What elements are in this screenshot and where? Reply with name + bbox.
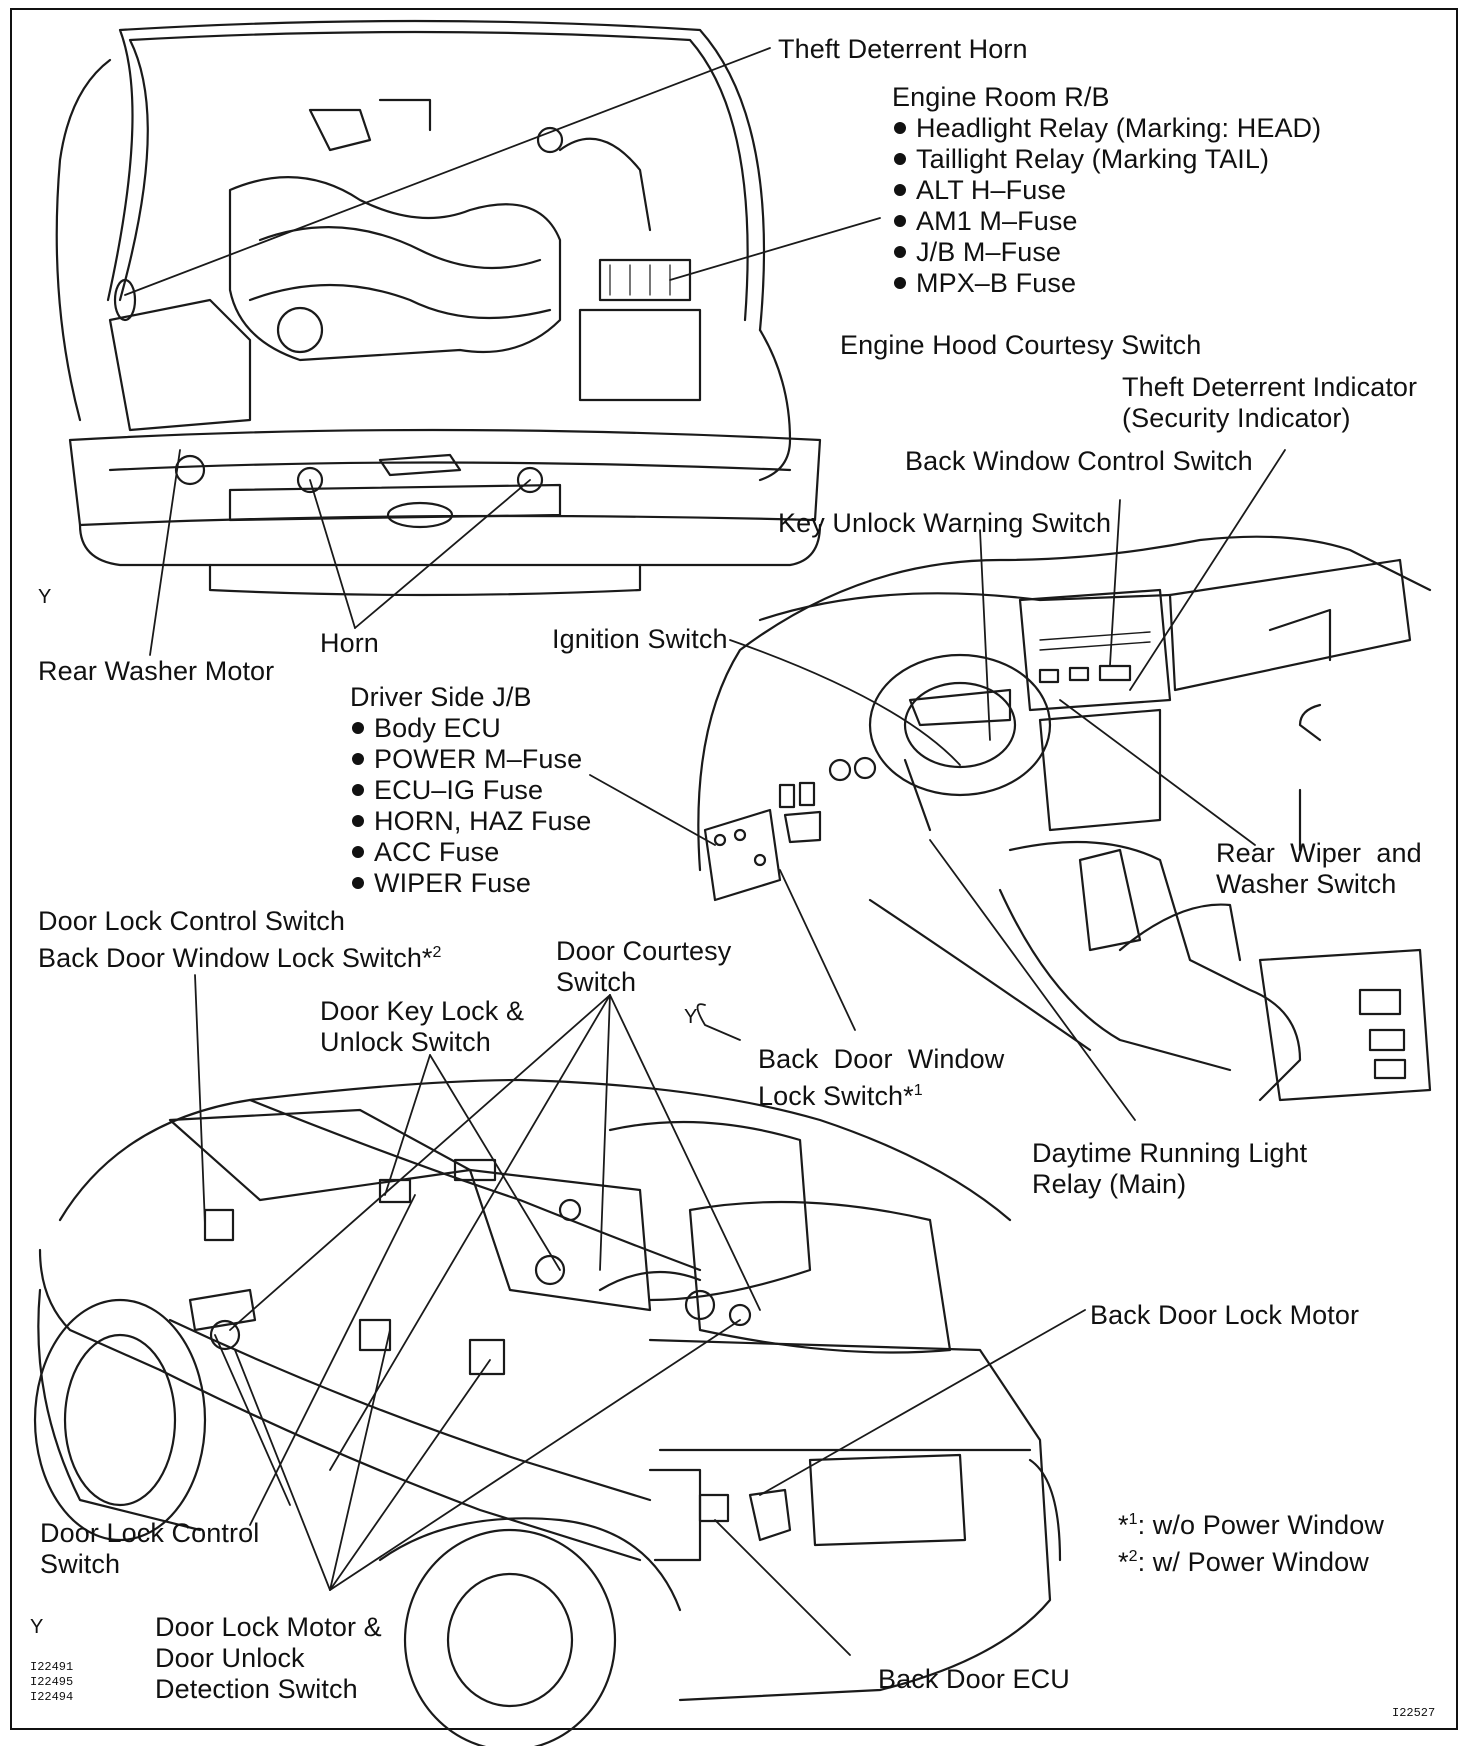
door-courtesy-line: Switch <box>556 967 637 997</box>
door-lock-motor-line: Door Lock Motor & <box>155 1612 382 1642</box>
footnote-1-text: : w/o Power Window <box>1137 1510 1384 1540</box>
dashboard-drawing <box>697 535 1432 1102</box>
back-door-window-lock-switch-2-line: Back Door Window Lock Switch*2 <box>38 937 442 974</box>
ref-code: I22495 <box>30 1675 74 1689</box>
label-back-door-lock-motor: Back Door Lock Motor <box>1090 1300 1360 1330</box>
leader-lines <box>124 47 1286 1656</box>
engine-room-rb-item: J/B M–Fuse <box>892 237 1321 268</box>
label-rear-washer-motor: Rear Washer Motor <box>38 656 275 686</box>
label-engine-room-rb: Engine Room R/B Headlight Relay (Marking… <box>892 82 1321 299</box>
y-mark: Y <box>30 1616 44 1638</box>
theft-deterrent-indicator-line: Theft Deterrent Indicator <box>1122 372 1418 402</box>
driver-side-jb-item: POWER M–Fuse <box>350 744 591 775</box>
label-engine-hood-courtesy-switch: Engine Hood Courtesy Switch <box>840 330 1202 360</box>
reference-code-right: I22527 <box>1392 1706 1436 1720</box>
footnote-sup-1: 1 <box>1128 1511 1138 1528</box>
label-theft-deterrent-horn: Theft Deterrent Horn <box>778 34 1028 64</box>
diagram-frame <box>10 8 1458 1730</box>
door-key-lock-line: Door Key Lock & <box>320 996 525 1026</box>
vehicle-body-drawing <box>33 1078 1062 1746</box>
engine-room-rb-list: Headlight Relay (Marking: HEAD) Tailligh… <box>892 113 1321 299</box>
label-back-door-ecu: Back Door ECU <box>878 1664 1070 1694</box>
footnote-2: *2: w/ Power Window <box>1118 1547 1369 1577</box>
driver-side-jb-item: ACC Fuse <box>350 837 591 868</box>
y-mark: Y <box>684 1006 698 1028</box>
label-ignition-switch: Ignition Switch <box>552 624 728 654</box>
theft-deterrent-indicator-line: (Security Indicator) <box>1122 403 1351 433</box>
y-mark: Y <box>38 586 52 608</box>
label-door-key-lock-unlock-switch: Door Key Lock & Unlock Switch <box>320 996 524 1058</box>
engine-room-rb-item: MPX–B Fuse <box>892 268 1321 299</box>
engine-room-rb-title: Engine Room R/B <box>892 82 1110 112</box>
rear-wiper-line: Rear Wiper and <box>1216 838 1422 868</box>
label-key-unlock-warning-switch: Key Unlock Warning Switch <box>778 508 1112 538</box>
back-door-window-lock-switch-2-text: Back Door Window Lock Switch* <box>38 943 433 973</box>
footnote-2-text: : w/ Power Window <box>1137 1547 1369 1577</box>
driver-side-jb-item: WIPER Fuse <box>350 868 591 899</box>
label-back-door-window-lock-switch-1: Back Door Window Lock Switch*1 <box>758 1044 1004 1112</box>
label-theft-deterrent-indicator: Theft Deterrent Indicator (Security Indi… <box>1122 372 1417 434</box>
engine-room-rb-item: ALT H–Fuse <box>892 175 1321 206</box>
drl-relay-line: Relay (Main) <box>1032 1169 1187 1199</box>
driver-side-jb-list: Body ECU POWER M–Fuse ECU–IG Fuse HORN, … <box>350 713 591 899</box>
reference-codes-left: I22491 I22495 I22494 <box>30 1660 73 1705</box>
label-door-lock-motor: Door Lock Motor & Door Unlock Detection … <box>155 1612 382 1705</box>
back-door-window-lock-line: Back Door Window <box>758 1044 1005 1074</box>
rear-wiper-line: Washer Switch <box>1216 869 1397 899</box>
door-lock-control-bottom-line: Switch <box>40 1549 121 1579</box>
label-door-lock-control-switch-top: Door Lock Control Switch Back Door Windo… <box>38 906 442 974</box>
door-lock-motor-line: Door Unlock <box>155 1643 305 1673</box>
label-door-lock-control-switch-bottom: Door Lock Control Switch <box>40 1518 259 1580</box>
back-door-window-lock-text: Lock Switch* <box>758 1081 914 1111</box>
door-courtesy-line: Door Courtesy <box>556 936 732 966</box>
door-lock-control-switch-line: Door Lock Control Switch <box>38 906 346 936</box>
engine-room-rb-item: Headlight Relay (Marking: HEAD) <box>892 113 1321 144</box>
label-daytime-running-light-relay: Daytime Running Light Relay (Main) <box>1032 1138 1307 1200</box>
driver-side-jb-item: Body ECU <box>350 713 591 744</box>
engine-room-rb-item: Taillight Relay (Marking TAIL) <box>892 144 1321 175</box>
drl-relay-line: Daytime Running Light <box>1032 1138 1308 1168</box>
engine-compartment-drawing <box>55 19 822 597</box>
label-horn: Horn <box>320 628 379 658</box>
footnotes: *1: w/o Power Window *2: w/ Power Window <box>1118 1504 1384 1578</box>
ref-code: I22491 <box>30 1660 74 1674</box>
door-lock-motor-line: Detection Switch <box>155 1674 358 1704</box>
engine-room-rb-item: AM1 M–Fuse <box>892 206 1321 237</box>
label-driver-side-jb: Driver Side J/B Body ECU POWER M–Fuse EC… <box>350 682 591 899</box>
door-key-lock-line: Unlock Switch <box>320 1027 491 1057</box>
footnote-ref-2: 2 <box>432 944 442 961</box>
driver-side-jb-title: Driver Side J/B <box>350 682 532 712</box>
footnote-sup-2: 2 <box>1128 1548 1138 1565</box>
driver-side-jb-item: ECU–IG Fuse <box>350 775 591 806</box>
driver-side-jb-item: HORN, HAZ Fuse <box>350 806 591 837</box>
label-back-window-control-switch: Back Window Control Switch <box>905 446 1253 476</box>
footnote-1: *1: w/o Power Window <box>1118 1510 1384 1540</box>
door-lock-control-bottom-line: Door Lock Control <box>40 1518 260 1548</box>
label-door-courtesy-switch: Door Courtesy Switch <box>556 936 731 998</box>
ref-code: I22494 <box>30 1690 74 1704</box>
back-door-window-lock-line: Lock Switch*1 <box>758 1075 1004 1112</box>
label-rear-wiper-washer-switch: Rear Wiper and Washer Switch <box>1216 838 1422 900</box>
footnote-ref-1: 1 <box>913 1082 923 1099</box>
